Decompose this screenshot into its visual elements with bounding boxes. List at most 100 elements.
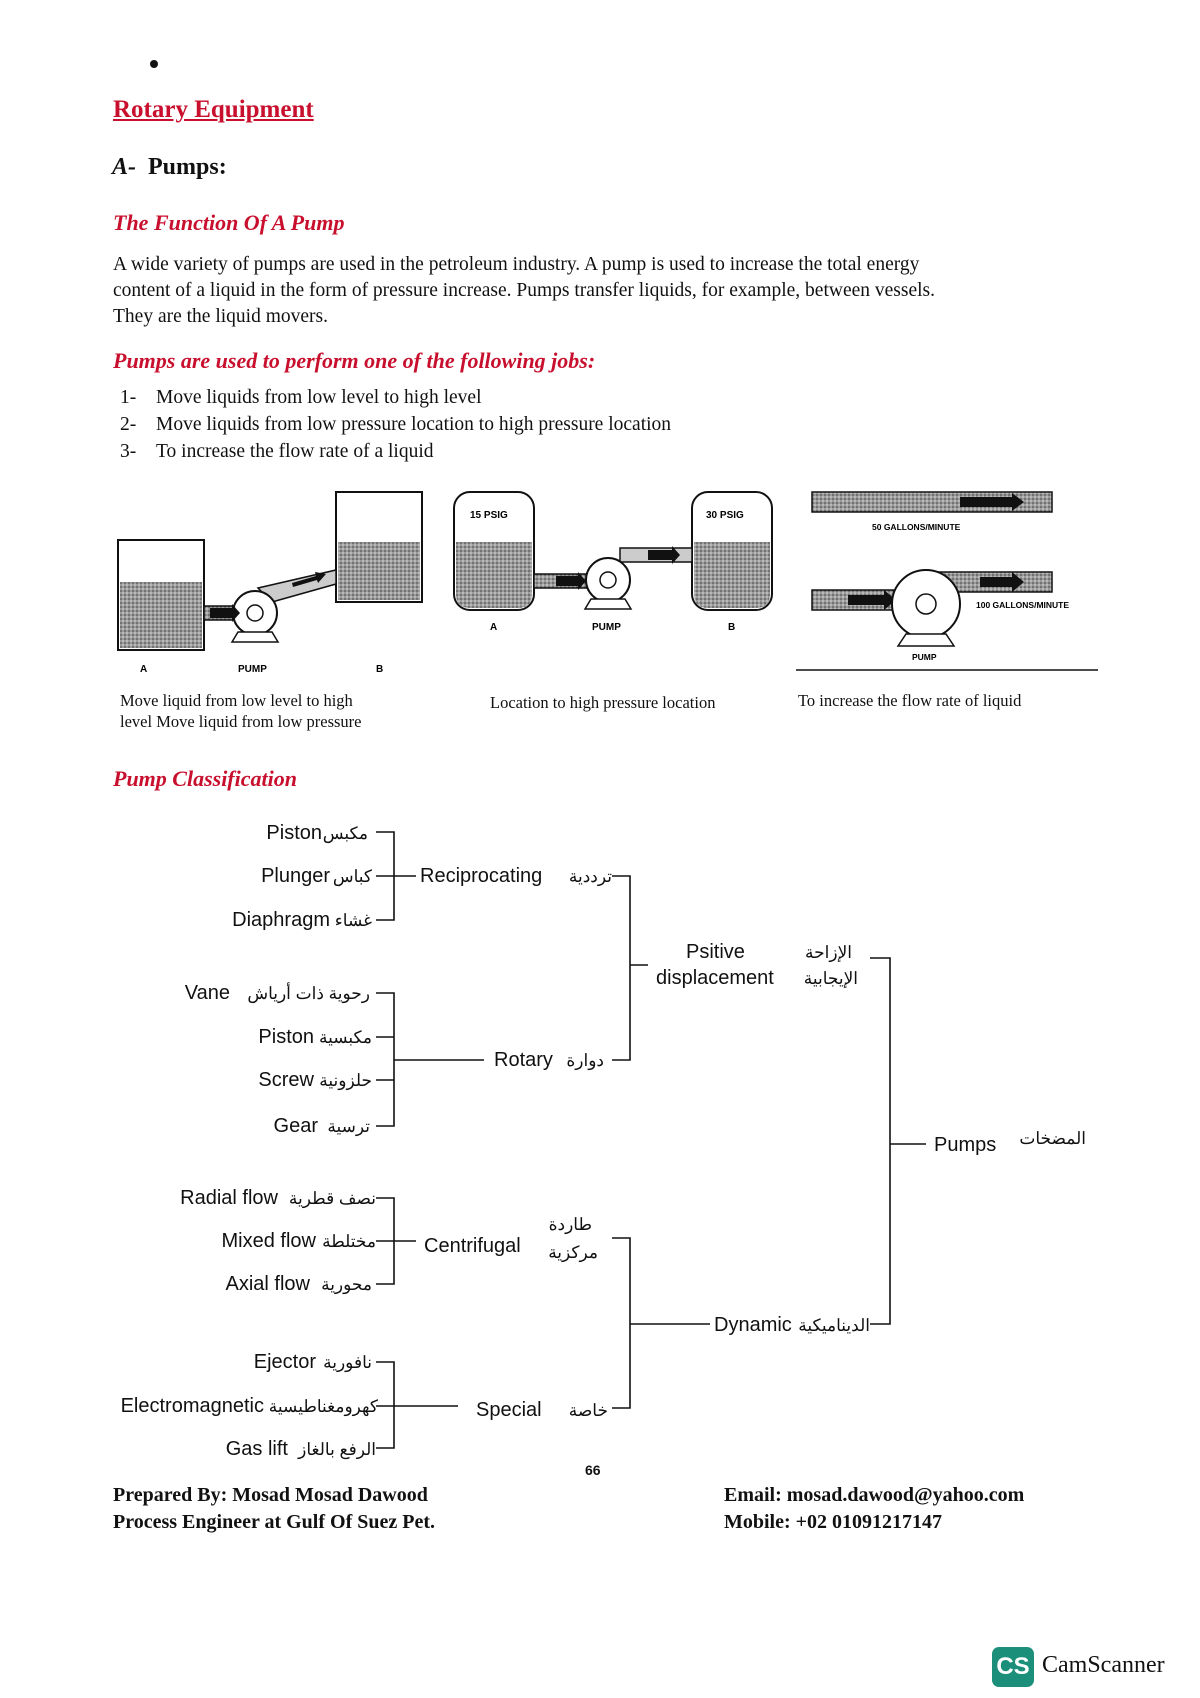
node-gas-lift: Gas lift — [226, 1438, 289, 1460]
list-number: 3- — [120, 441, 137, 462]
node-centrifugal-ar-line1: طاردة — [549, 1215, 592, 1235]
node-centrifugal-ar-line2: مركزية — [548, 1243, 598, 1263]
classification-heading: Pump Classification — [113, 766, 297, 791]
node-piston-ar: مكبس — [323, 824, 368, 844]
author-mobile: Mobile: +02 01091217147 — [724, 1511, 943, 1533]
tree-connectors — [376, 831, 926, 1449]
function-line: They are the liquid movers. — [113, 306, 328, 327]
label-pump: PUMP — [912, 652, 937, 662]
node-radial-flow: Radial flow — [180, 1187, 278, 1209]
pump-base — [896, 633, 956, 647]
pump-classification-tree: Piston مكبس Plunger كباس Diaphragm غشاء … — [121, 822, 1086, 1460]
list-item: 1- Move liquids from low level to high le… — [120, 384, 671, 411]
camscanner-label: CamScanner — [1042, 1652, 1165, 1678]
camscanner-logo-icon: CS — [992, 1647, 1034, 1687]
node-positive-ar-line2: الإيجابية — [804, 969, 858, 988]
author-role: Process Engineer at Gulf Of Suez Pet. — [113, 1511, 435, 1533]
node-pumps-ar: المضخات — [1019, 1129, 1086, 1148]
node-plunger: Plunger — [261, 865, 330, 887]
caption-2: Location to high pressure location — [490, 693, 716, 712]
flow-arrow — [210, 604, 240, 622]
function-line: A wide variety of pumps are used in the … — [113, 254, 920, 275]
footer-right: Email: mosad.dawood@yahoo.com Mobile: +0… — [724, 1482, 1024, 1536]
node-reciprocating: Reciprocating — [420, 865, 542, 887]
node-electromagnetic-ar: كهرومغناطيسية — [269, 1397, 379, 1417]
node-rotary: Rotary — [494, 1049, 553, 1071]
label-a: A — [490, 622, 497, 633]
author-email: Email: mosad.dawood@yahoo.com — [724, 1484, 1025, 1506]
node-rotary-ar: دوارة — [566, 1051, 604, 1071]
flow-arrow — [292, 572, 326, 587]
tank-b-liquid — [338, 542, 420, 600]
flow-arrow — [980, 572, 1024, 592]
node-axial-flow: Axial flow — [226, 1273, 311, 1295]
bottom-flow-label: 100 GALLONS/MINUTE — [976, 600, 1069, 610]
node-ejector-ar: نافورية — [323, 1353, 372, 1373]
section-title: Rotary Equipment — [113, 96, 314, 123]
subsection-text: Pumps: — [148, 154, 227, 180]
tank-a-liquid — [120, 582, 202, 648]
node-axial-flow-ar: محورية — [321, 1275, 372, 1295]
jobs-list: 1- Move liquids from low level to high le… — [120, 384, 671, 465]
pump-eye — [599, 571, 617, 589]
node-ejector: Ejector — [254, 1351, 317, 1373]
function-line: content of a liquid in the form of press… — [113, 280, 936, 301]
subsection-title: A- Pumps: — [112, 154, 227, 181]
list-text: To increase the flow rate of a liquid — [156, 441, 434, 462]
node-mixed-flow-ar: مختلطة — [322, 1232, 376, 1251]
list-number: 2- — [120, 414, 137, 435]
list-text: Move liquids from low level to high leve… — [156, 387, 482, 408]
node-gas-lift-ar: الرفع بالغاز — [297, 1440, 376, 1460]
node-vane-ar: رحوية ذات أرياش — [247, 982, 370, 1004]
node-screw: Screw — [258, 1069, 314, 1091]
label-a: A — [140, 664, 147, 675]
figure-increase-flow: 50 GALLONS/MINUTE 100 GALLONS/MINUTE PUM… — [796, 491, 1098, 671]
top-flow-label: 50 GALLONS/MINUTE — [872, 522, 961, 532]
node-gear-ar: ترسية — [327, 1117, 370, 1137]
list-text: Move liquids from low pressure location … — [156, 414, 672, 435]
label-pump: PUMP — [238, 664, 267, 675]
label-pump: PUMP — [592, 622, 621, 633]
pump-eye — [246, 604, 264, 622]
label-b: B — [376, 664, 383, 675]
subsection-letter: A- — [112, 154, 136, 180]
flow-arrow — [960, 493, 1024, 511]
prepared-by: Prepared By: Mosad Mosad Dawood — [113, 1484, 428, 1506]
list-item: 2- Move liquids from low pressure locatio… — [120, 411, 671, 438]
caption-line: Move liquid from low level to high — [120, 691, 353, 710]
vessel-a-liquid — [456, 542, 532, 608]
jobs-heading: Pumps are used to perform one of the fol… — [113, 348, 596, 373]
list-number: 1- — [120, 387, 137, 408]
caption-1: Move liquid from low level to high level… — [120, 690, 362, 732]
node-plunger-ar: كباس — [333, 867, 373, 887]
node-dynamic: Dynamic — [714, 1314, 792, 1336]
bullet-dot — [150, 60, 158, 68]
page-number: 66 — [585, 1462, 601, 1478]
function-heading: The Function Of A Pump — [113, 210, 345, 235]
node-centrifugal: Centrifugal — [424, 1235, 521, 1257]
node-diaphragm-ar: غشاء — [335, 911, 372, 930]
node-dynamic-ar: الديناميكية — [798, 1316, 870, 1335]
node-radial-flow-ar: نصف قطرية — [289, 1189, 376, 1209]
node-gear: Gear — [274, 1115, 319, 1137]
pump-base — [583, 598, 633, 610]
node-rotary-piston-ar: مكبسية — [319, 1028, 372, 1047]
node-pumps: Pumps — [934, 1134, 996, 1156]
pump-base — [230, 631, 280, 643]
caption-line: level Move liquid from low pressure — [120, 712, 362, 731]
vessel-b-pressure: 30 PSIG — [706, 510, 744, 521]
node-reciprocating-ar: ترددية — [569, 867, 612, 887]
flow-arrow — [648, 546, 680, 564]
node-mixed-flow: Mixed flow — [222, 1230, 317, 1252]
node-special-ar: خاصة — [569, 1401, 608, 1420]
function-paragraph: A wide variety of pumps are used in the … — [113, 252, 1098, 330]
footer-left: Prepared By: Mosad Mosad Dawood Process … — [113, 1482, 435, 1536]
pump-illustrations: A PUMP B 15 PSIG 30 PSIG A PUMP B 50 GAL… — [117, 491, 1098, 675]
node-diaphragm: Diaphragm — [232, 909, 330, 931]
node-screw-ar: حلزونية — [319, 1071, 372, 1091]
node-positive-line2: displacement — [656, 967, 774, 989]
flow-arrow — [848, 590, 896, 610]
node-positive-line1: Psitive — [686, 941, 745, 963]
flow-arrow — [556, 572, 586, 590]
figure-low-to-high-pressure: 15 PSIG 30 PSIG A PUMP B — [453, 491, 773, 633]
